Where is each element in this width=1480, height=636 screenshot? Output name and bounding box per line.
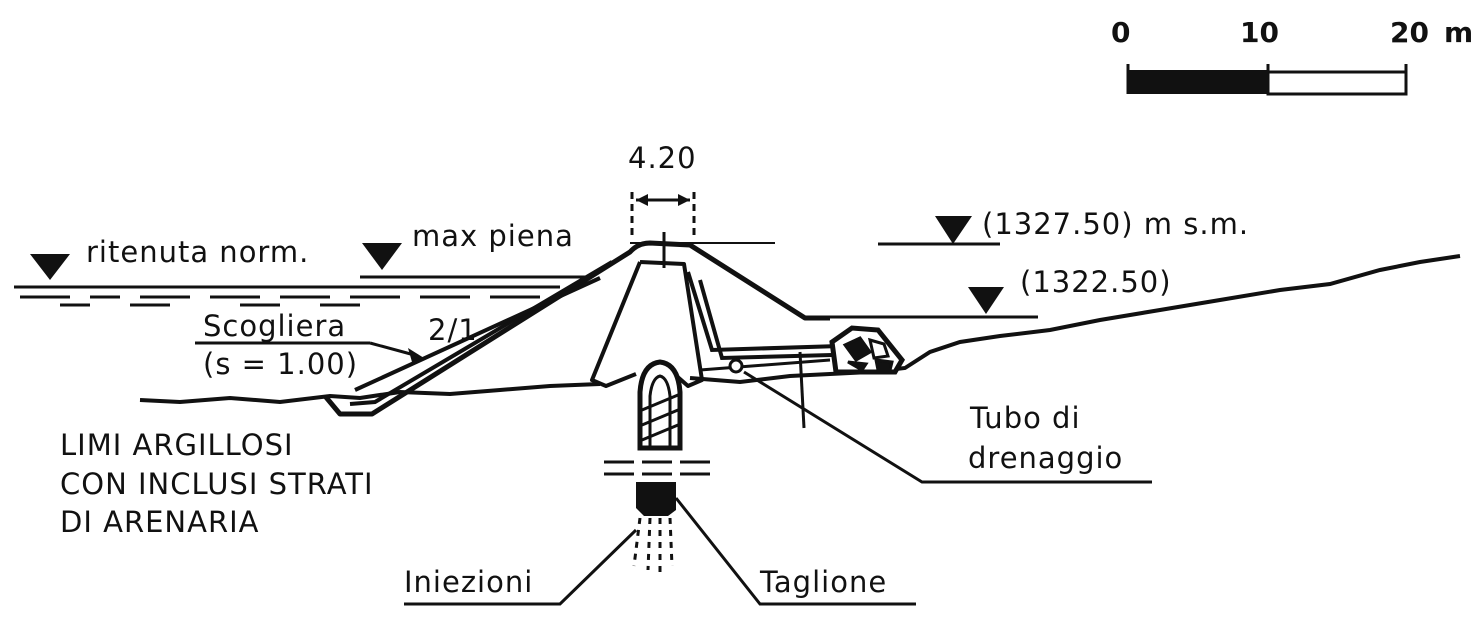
crest-width-dimension: 4.20 <box>628 141 697 240</box>
triangle-marker-icon <box>935 216 972 244</box>
foundation-label-line2: CON INCLUSI STRATI <box>60 467 374 501</box>
scale-tick-20: 20 <box>1390 16 1429 49</box>
crest-width-label: 4.20 <box>628 141 697 175</box>
triangle-marker-icon <box>362 243 402 270</box>
downstream-ground-line <box>689 254 1461 385</box>
toe-riprap-texture <box>842 336 894 372</box>
riprap-layer-line <box>354 276 601 392</box>
triangle-marker-icon <box>30 254 70 280</box>
cutoff-base <box>636 482 676 516</box>
foundation-annotation: LIMI ARGILLOSI CON INCLUSI STRATI DI ARE… <box>60 428 374 539</box>
reservoir-water <box>14 275 590 307</box>
drain-pipe-icon <box>728 358 744 374</box>
riprap-label: Scogliera <box>203 309 346 343</box>
water-hatch <box>20 295 540 307</box>
triangle-marker-icon <box>968 287 1004 314</box>
drain-pipe-annotation: Tubo di drenaggio <box>743 351 1152 484</box>
crest-elevation-label: (1327.50) m s.m. <box>982 207 1249 241</box>
flood-level-marker: max piena <box>362 219 574 270</box>
cutoff-label: Taglione <box>759 565 887 599</box>
foundation-label-line1: LIMI ARGILLOSI <box>60 428 294 462</box>
normal-level-label: ritenuta norm. <box>86 235 309 269</box>
drain-zone-inner <box>698 279 833 361</box>
core-downstream-face <box>639 260 704 388</box>
upstream-ground-line <box>139 382 601 405</box>
ground-profile <box>139 254 1461 405</box>
normal-level-marker: ritenuta norm. <box>30 235 309 280</box>
dam-embankment <box>323 232 906 417</box>
tailwater-elevation-marker: (1322.50) <box>805 265 1172 319</box>
scale-tick-0: 0 <box>1111 16 1130 49</box>
crest-elevation-marker: (1327.50) m s.m. <box>878 207 1249 246</box>
riprap-annotation: Scogliera (s = 1.00) 2/1 <box>195 309 478 381</box>
drain-zone-top <box>686 271 841 353</box>
slope-ratio-label: 2/1 <box>428 313 478 347</box>
flood-level-label: max piena <box>412 219 574 253</box>
drain-pipe-label-line2: drenaggio <box>968 441 1123 475</box>
scale-tick-10: 10 <box>1240 16 1279 49</box>
scale-bar-empty-segment <box>1266 70 1408 96</box>
grouting-curtain <box>632 517 674 572</box>
drain-pipe-label-line1: Tubo di <box>969 401 1081 435</box>
scale-bar-filled-segment <box>1128 70 1268 94</box>
grouting-annotation: Iniezioni <box>404 528 638 606</box>
scale-unit: m <box>1444 16 1473 49</box>
riprap-thickness-label: (s = 1.00) <box>203 347 358 381</box>
scale-bar: 0 10 20 m <box>1111 16 1473 96</box>
tailwater-elevation-label: (1322.50) <box>1020 265 1172 299</box>
core-upstream-face <box>590 261 642 388</box>
cutoff-trench <box>604 359 712 516</box>
grouting-label: Iniezioni <box>404 565 533 599</box>
foundation-label-line3: DI ARENARIA <box>60 505 260 539</box>
cutoff-annotation: Taglione <box>674 497 916 606</box>
